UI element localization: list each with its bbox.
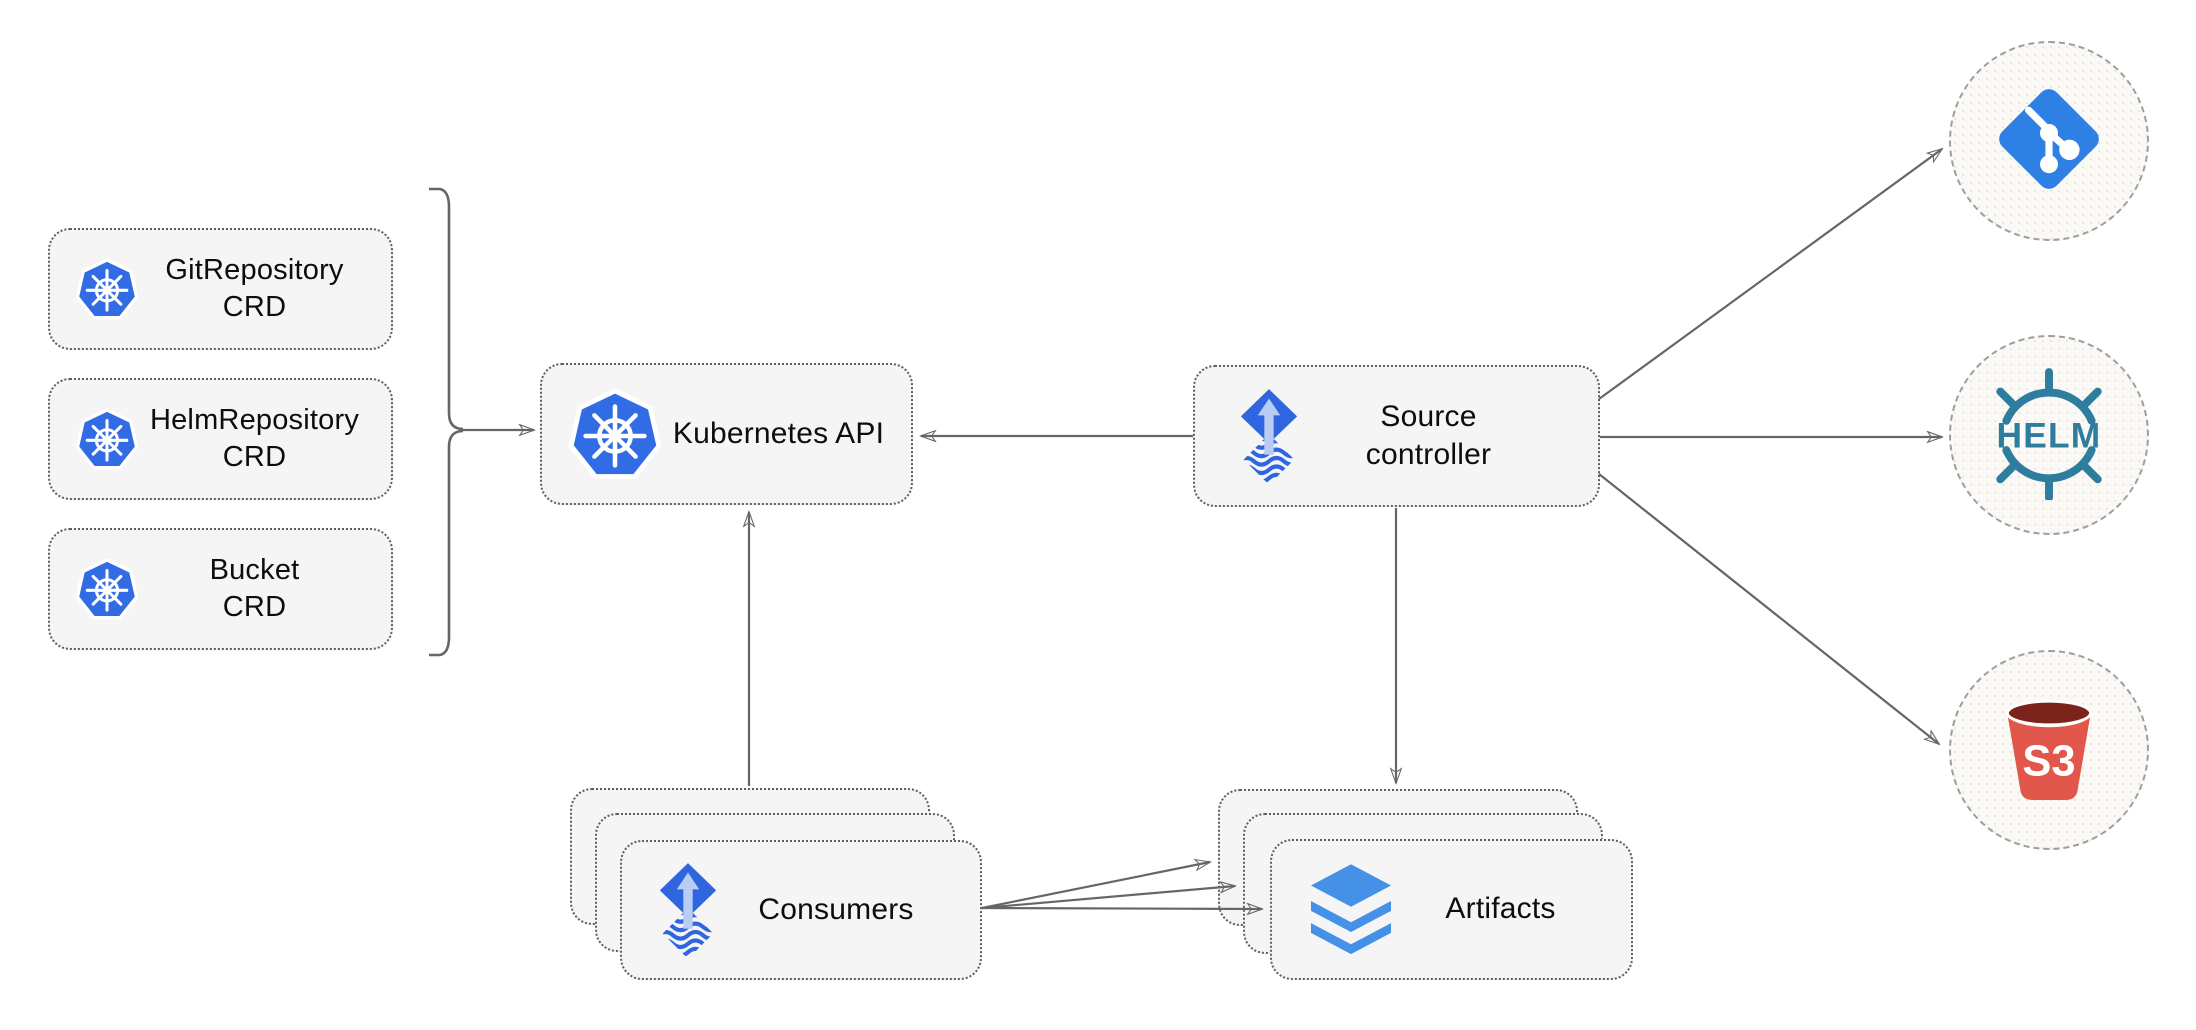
kubernetes-icon xyxy=(566,385,664,483)
node-label: Kubernetes API xyxy=(672,416,885,450)
node-label: Artifacts xyxy=(1445,892,1556,926)
node-label: Consumers xyxy=(758,892,914,926)
layers-icon xyxy=(1306,861,1396,959)
node-kubernetes-api: Kubernetes API xyxy=(540,363,913,505)
crd-group-bracket xyxy=(429,187,464,657)
git-icon xyxy=(1989,79,2109,204)
kubernetes-icon xyxy=(74,406,140,472)
arrow-consumers-to-artifacts-1 xyxy=(981,862,1210,910)
helm-label: HELM xyxy=(1997,416,2102,455)
flux-icon xyxy=(658,861,718,959)
s3-label: S3 xyxy=(2022,737,2075,785)
node-artifacts: Artifacts xyxy=(1270,839,1633,980)
arrow-source-controller-to-git xyxy=(1598,149,1942,400)
node-consumers: Consumers xyxy=(620,840,982,980)
node-source-controller: Source controller xyxy=(1193,365,1600,507)
arrow-consumers-to-artifacts-2 xyxy=(981,886,1235,910)
external-source-s3: S3 xyxy=(1949,650,2149,850)
s3-bucket-icon: S3 xyxy=(1997,691,2101,810)
external-source-helm: HELM xyxy=(1949,335,2149,535)
helm-icon: HELM xyxy=(1982,366,2116,505)
flux-icon xyxy=(1239,387,1299,485)
arrow-source-controller-to-s3 xyxy=(1598,473,1939,744)
node-label: Source controller xyxy=(1365,399,1492,471)
external-source-git xyxy=(1949,41,2149,241)
kubernetes-icon xyxy=(74,256,140,322)
kubernetes-icon xyxy=(74,556,140,622)
